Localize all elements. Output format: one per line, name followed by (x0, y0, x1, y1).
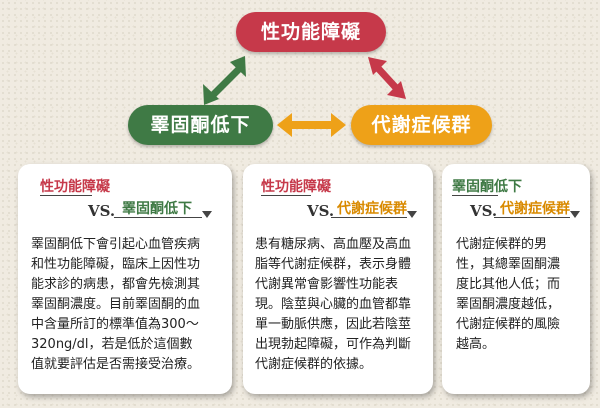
body-line: 睪固酮濃度越低， (456, 297, 561, 312)
body-line: 睪固酮低下會引起心血管疾病 (31, 237, 201, 252)
title-underline (261, 195, 311, 196)
card-subtitle: 代謝症候群 (500, 201, 570, 217)
body-line: 睪固酮濃度。目前睪固酮的血 (31, 297, 201, 312)
subtitle-underline (494, 217, 570, 218)
arrow-top-right (368, 57, 406, 99)
card-subtitle: 睪固酮低下 (122, 201, 192, 217)
body-line: 患有糖尿病、高血壓及高血 (255, 237, 412, 252)
subtitle-underline (331, 217, 407, 218)
arrow-top-left (203, 56, 246, 105)
vs-label: VS. (307, 202, 335, 220)
body-line: 和性功能障礙，臨床上因性功 (31, 257, 201, 272)
body-line: 現。陰莖與心臟的血管都靠 (255, 297, 412, 312)
body-line: 代謝症候群的男 (456, 237, 548, 252)
body-line: 性，其總睪固酮濃 (456, 257, 561, 272)
card-testosterone-vs-metabolic: 睪固酮低下 VS. 代謝症候群 代謝症候群的男 性，其總睪固酮濃 度比其他人低；… (442, 164, 590, 394)
card-title: 睪固酮低下 (452, 179, 522, 195)
triangle-marker (407, 211, 417, 218)
card-body: 代謝症候群的男 性，其總睪固酮濃 度比其他人低；而 睪固酮濃度越低， 代謝症候群… (456, 235, 580, 355)
body-line: 越高。 (456, 337, 496, 352)
body-line: 320ng/dl，若是低於這個數 (31, 337, 193, 352)
body-line: 能求診的病患，都會先檢測其 (31, 277, 201, 292)
card-sexual-vs-metabolic: 性功能障礙 VS. 代謝症候群 患有糖尿病、高血壓及高血 脂等代謝症候群，表示身… (243, 164, 433, 394)
triangle-marker (570, 211, 580, 218)
body-line: 度比其他人低；而 (456, 277, 561, 292)
vs-label: VS. (470, 202, 498, 220)
title-underline (452, 195, 498, 196)
body-line: 值就要評估是否需接受治療。 (31, 357, 201, 372)
vs-label: VS. (88, 202, 116, 220)
node-sexual-dysfunction: 性功能障礙 (236, 12, 386, 52)
body-line: 出現勃起障礙，可作為判斷 (255, 337, 412, 352)
triangle-marker (202, 211, 212, 218)
card-sexual-vs-testosterone: 性功能障礙 VS. 睪固酮低下 睪固酮低下會引起心血管疾病 和性功能障礙，臨床上… (18, 164, 232, 394)
card-body: 睪固酮低下會引起心血管疾病 和性功能障礙，臨床上因性功 能求診的病患，都會先檢測… (31, 235, 223, 375)
node-metabolic-syndrome: 代謝症候群 (351, 105, 492, 145)
card-subtitle: 代謝症候群 (337, 201, 407, 217)
body-line: 代謝異常會影響性功能表 (255, 277, 399, 292)
title-underline (40, 195, 92, 196)
arrow-horizontal (277, 113, 346, 137)
node-low-testosterone: 睪固酮低下 (128, 105, 273, 145)
subtitle-underline (114, 217, 202, 218)
body-line: 單一動脈供應，因此若陰莖 (255, 317, 412, 332)
body-line: 中含量所訂的標準值為300～ (31, 317, 199, 332)
body-line: 脂等代謝症候群，表示身體 (255, 257, 412, 272)
card-title: 性功能障礙 (40, 179, 110, 195)
card-body: 患有糖尿病、高血壓及高血 脂等代謝症候群，表示身體 代謝異常會影響性功能表 現。… (255, 235, 423, 375)
card-title: 性功能障礙 (261, 179, 331, 195)
body-line: 代謝症候群的依據。 (255, 357, 373, 372)
body-line: 代謝症候群的風險 (456, 317, 561, 332)
